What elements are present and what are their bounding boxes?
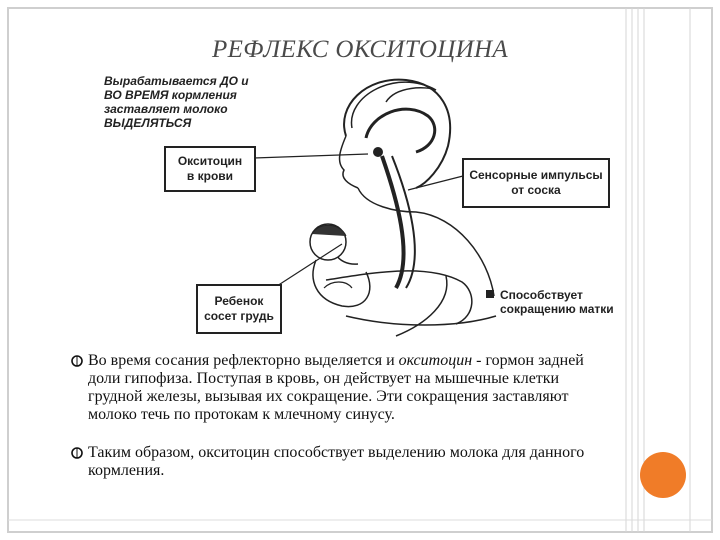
- hollow-circle-bullet-icon: [71, 447, 83, 459]
- mother-and-baby-drawing: [252, 78, 497, 337]
- slide-title: РЕФЛЕКС ОКСИТОЦИНА: [212, 36, 508, 63]
- oxytocin-in-blood-label: Окситоцин в крови: [164, 146, 256, 192]
- label-line: сокращению матки: [500, 302, 614, 316]
- black-square-icon: [486, 290, 494, 298]
- top-note-line: ВО ВРЕМЯ кормления: [104, 88, 237, 102]
- top-note: Вырабатывается ДО и ВО ВРЕМЯ кормления з…: [104, 74, 249, 130]
- bullet-item: Во время сосания рефлекторно выделяется …: [70, 352, 600, 424]
- label-line: Сенсорные импульсы: [469, 168, 603, 182]
- bullet-text: Во время сосания рефлекторно выделяется …: [88, 352, 399, 369]
- bullet-text: Таким образом, окситоцин способствует вы…: [88, 444, 585, 479]
- baby-suckles-label: Ребенок сосет грудь: [196, 284, 282, 334]
- label-line: Способствует: [500, 288, 583, 302]
- top-note-line: Вырабатывается ДО и: [104, 74, 249, 88]
- top-note-line: заставляет молоко: [104, 102, 228, 116]
- top-note-line: ВЫДЕЛЯТЬСЯ: [104, 116, 192, 130]
- label-line: сосет грудь: [204, 309, 274, 323]
- oxytocin-emphasis: окситоцин: [398, 352, 473, 369]
- label-line: в крови: [186, 169, 234, 183]
- bullet-list: Во время сосания рефлекторно выделяется …: [70, 352, 600, 494]
- oxytocin-reflex-illustration: Вырабатывается ДО и ВО ВРЕМЯ кормления з…: [96, 66, 636, 340]
- label-line: Ребенок: [214, 294, 264, 308]
- bullet-text: - гормон задней доли гипофиза. Поступая …: [88, 352, 584, 423]
- label-line: от соска: [511, 183, 561, 197]
- hollow-circle-bullet-icon: [71, 355, 83, 367]
- bullet-item: Таким образом, окситоцин способствует вы…: [70, 444, 600, 480]
- label-line: Окситоцин: [177, 154, 243, 168]
- decorative-orange-circle: [640, 452, 686, 498]
- sensory-impulses-label: Сенсорные импульсы от соска: [462, 158, 610, 208]
